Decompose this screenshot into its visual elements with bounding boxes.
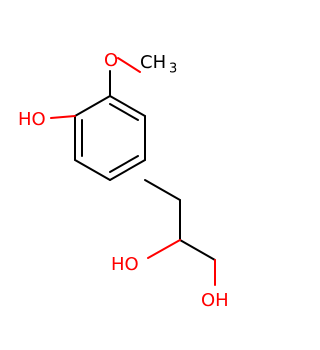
ring-bond-1 (109, 95, 146, 117)
primary-oh-label: OH (201, 290, 229, 311)
ring-bond-6 (74, 95, 111, 117)
secondary-oh-label: HO (111, 254, 139, 275)
chemical-structure: O CH 3 HO HO OH (18, 50, 229, 311)
benzene-ring (74, 95, 146, 181)
propanediol-side-chain: HO OH (111, 179, 229, 311)
methyl-subscript: 3 (169, 62, 177, 77)
methoxy-oxygen-label: O (104, 50, 118, 71)
methoxy-group: O CH 3 (104, 50, 177, 97)
ring-bond-4 (74, 159, 111, 181)
methoxy-o-to-methyl-bond (117, 57, 141, 73)
ring-inner-double-1 (109, 103, 139, 121)
phenol-oh-label: HO (18, 109, 46, 130)
phenol-hydroxyl-group: HO (18, 109, 76, 130)
ring-to-phenol-oh-bond (50, 115, 76, 119)
secondary-carbon-to-oh-bond (147, 239, 181, 259)
ring-inner-double-2 (109, 155, 139, 173)
ring-to-benzylic-carbon-bond (144, 179, 181, 201)
methyl-label: CH (140, 52, 166, 73)
ring-bond-3 (109, 159, 146, 181)
secondary-to-primary-carbon-bond (179, 239, 216, 261)
